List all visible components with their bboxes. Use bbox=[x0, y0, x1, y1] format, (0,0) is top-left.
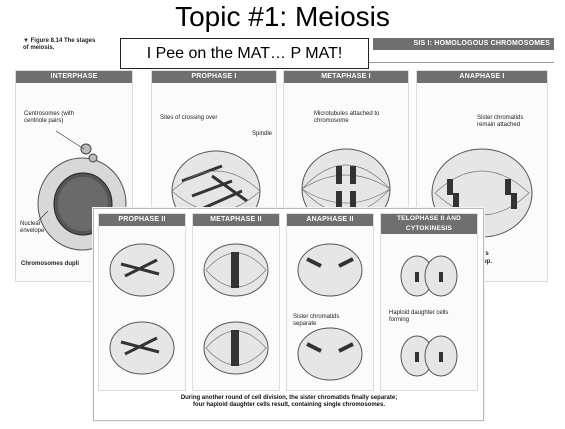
anaphase-ii-cell-drawing bbox=[287, 214, 373, 390]
metaphase-ii-cell-drawing bbox=[193, 214, 279, 390]
meiosis-ii-caption: During another round of cell division, t… bbox=[114, 395, 464, 409]
slide-title: Topic #1: Meiosis bbox=[0, 0, 565, 34]
anaphase-ii-panel: ANAPHASE II Sister chromatids separate bbox=[286, 213, 374, 391]
metaphase-i-cell-drawing bbox=[284, 71, 408, 221]
telophase-ii-cell-drawing bbox=[381, 214, 477, 390]
figure-label: ▼ Figure 8.14 The stages of meiosis. bbox=[23, 38, 133, 52]
caption-line-2: four haploid daughter cells result, cont… bbox=[114, 402, 464, 409]
prophase-i-panel: PROPHASE I Sites of crossing over Spindl… bbox=[151, 70, 277, 222]
mnemonic-callout: I Pee on the MAT… P MAT! bbox=[120, 38, 369, 69]
prophase-ii-cell-drawing bbox=[99, 214, 185, 390]
prophase-i-cell-drawing bbox=[152, 71, 276, 221]
caption-line-1: During another round of cell division, t… bbox=[114, 395, 464, 402]
meiosis-ii-figure: PROPHASE II METAPHASE II ANAPHASE II bbox=[93, 208, 484, 421]
prophase-ii-panel: PROPHASE II bbox=[98, 213, 186, 391]
meiosis-i-section-header: SIS I: HOMOLOGOUS CHROMOSOMES SEPARATE bbox=[373, 38, 554, 50]
metaphase-ii-panel: METAPHASE II bbox=[192, 213, 280, 391]
metaphase-i-panel: METAPHASE I Microtubules attached to chr… bbox=[283, 70, 409, 222]
telophase-ii-panel: TELOPHASE II AND CYTOKINESIS Haploid dau… bbox=[380, 213, 478, 391]
